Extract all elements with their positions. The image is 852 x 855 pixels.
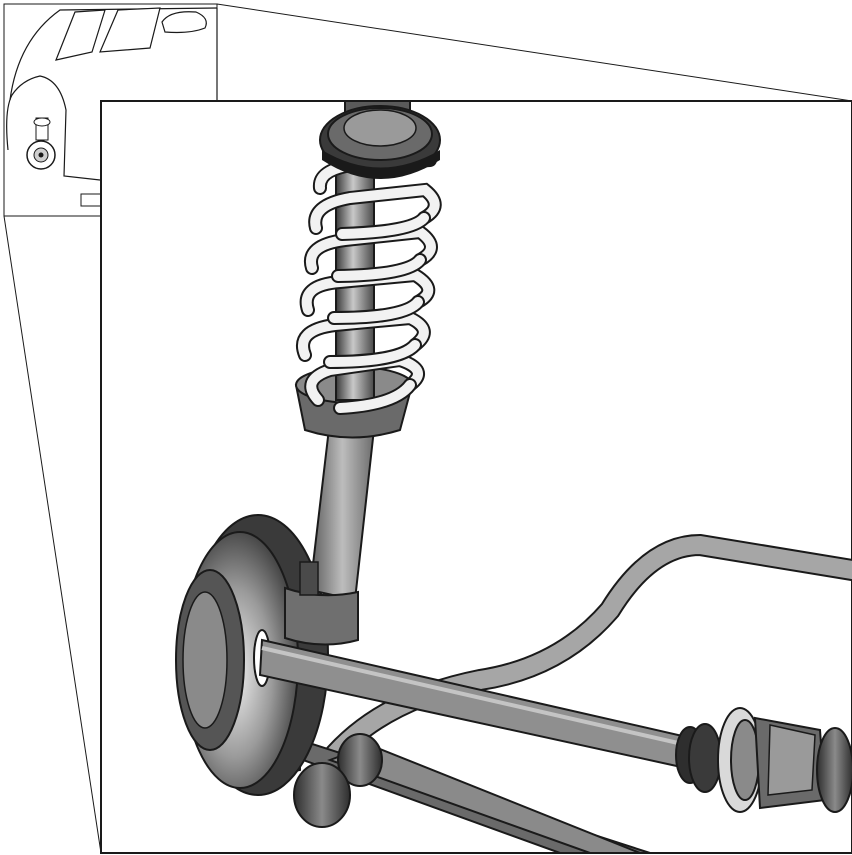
cv-joint [675, 707, 852, 813]
inset-wheel [26, 117, 56, 170]
stabilizer-bar [319, 533, 852, 771]
suspension-assembly [175, 101, 852, 853]
upper-strut-mount [319, 101, 441, 179]
wheel-hub [175, 514, 329, 796]
shock-absorber-strut [284, 419, 377, 646]
zoom-lines [3, 3, 852, 854]
